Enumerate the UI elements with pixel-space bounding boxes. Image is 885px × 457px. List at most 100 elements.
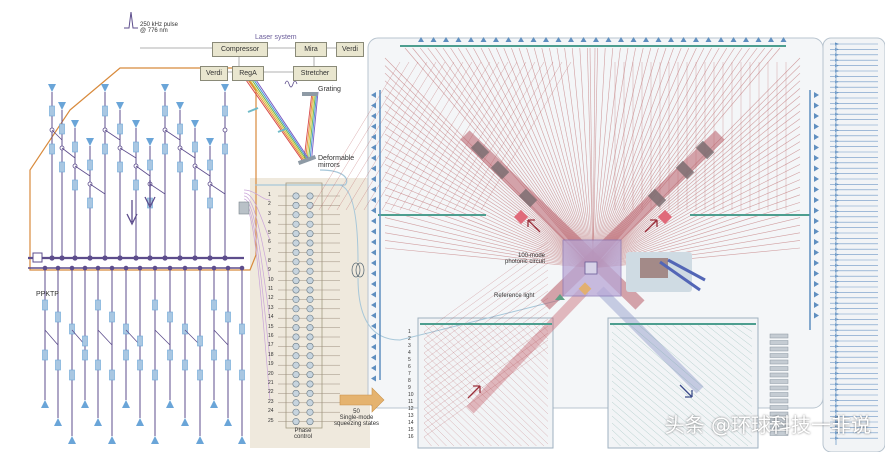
grating-label: Grating — [318, 86, 341, 93]
ppktp-crystal — [42, 349, 48, 361]
mesh-waveguide — [592, 133, 801, 269]
coupler-node-icon — [814, 249, 819, 256]
ppktp-crystal — [123, 349, 129, 361]
mesh-waveguide — [592, 47, 697, 269]
ppktp-crystal — [167, 311, 173, 323]
bus-node — [167, 265, 173, 271]
lower-mesh-line — [611, 331, 749, 447]
modulator-block-icon — [518, 188, 538, 208]
mesh-waveguide — [384, 217, 594, 269]
bus-node — [197, 265, 203, 271]
lattice-line — [480, 61, 572, 211]
bus-node — [72, 255, 78, 261]
mode-number: 13 — [408, 413, 414, 419]
phase-shifter-icon — [306, 333, 314, 341]
lower-mesh-line — [423, 304, 549, 396]
mode-number: 10 — [268, 276, 274, 283]
phase-shifter-icon — [306, 418, 314, 426]
phase-shifter-icon — [306, 352, 314, 360]
ppktp-crystal — [109, 369, 115, 381]
lattice-line — [444, 61, 536, 211]
ppktp-crystal — [117, 123, 123, 135]
phase-shifter-icon — [292, 211, 300, 219]
mesh-waveguide — [564, 47, 594, 269]
bus-node — [147, 255, 153, 261]
mesh-waveguide — [384, 240, 594, 269]
coupler-node-icon — [755, 37, 762, 42]
coupler-node-icon — [371, 344, 376, 350]
mesh-waveguide — [592, 47, 690, 269]
ppktp-crystal — [102, 105, 108, 117]
coupler-node-icon — [418, 37, 424, 42]
chirped-pulse-icon — [284, 80, 298, 88]
input-coupler-icon — [116, 102, 124, 110]
detector-element-icon — [769, 385, 789, 391]
ppktp-crystal — [162, 105, 168, 117]
lower-mesh-line — [730, 323, 753, 340]
mesh-waveguide — [592, 118, 801, 269]
lower-mesh-line — [423, 283, 549, 375]
phase-shifter-icon — [306, 399, 314, 407]
ppktp-crystal — [192, 179, 198, 191]
phase-shifter-icon — [292, 267, 300, 275]
cross-waveguide — [194, 165, 211, 177]
mesh-waveguide — [592, 47, 644, 269]
ppktp-crystal — [177, 161, 183, 173]
coupler-node-icon — [493, 37, 499, 42]
ppktp-crystal — [211, 349, 217, 361]
mesh-waveguide — [592, 156, 801, 269]
phase-shifter-icon — [306, 267, 314, 275]
lower-mesh-line — [423, 318, 549, 410]
mesh-waveguide — [587, 47, 594, 269]
phase-shifter-icon — [306, 380, 314, 388]
lower-mesh-line — [611, 359, 715, 447]
ppktp-crystal — [152, 369, 158, 381]
coupler-node-icon — [814, 134, 819, 140]
lower-mesh-line — [486, 323, 549, 385]
coupler-node-icon — [814, 197, 819, 203]
phase-shifter-icon — [292, 239, 300, 247]
ppktp-crystal — [72, 179, 78, 191]
stretcher-box: Stretcher — [293, 66, 337, 81]
detector-element-icon — [769, 366, 789, 371]
lower-mesh-line — [423, 339, 549, 431]
output-coupler-icon — [181, 418, 189, 426]
ppktp-crystal — [69, 369, 75, 381]
phase-shifter-icon — [292, 418, 300, 426]
lower-mesh-line — [611, 436, 621, 447]
mode-number: 22 — [268, 389, 274, 396]
phase-shifter-icon — [292, 342, 300, 350]
ppktp-crystal — [197, 335, 203, 347]
chip-photo-block — [640, 258, 668, 278]
coupler-node-icon — [814, 123, 819, 130]
phase-shifter-icon — [306, 371, 314, 379]
squeezing-states-label: 50 Single-mode squeezing states — [334, 409, 380, 427]
coupler-node-icon — [768, 37, 774, 42]
lower-mesh-line — [423, 429, 440, 447]
mode-number: 18 — [268, 351, 274, 358]
mesh-waveguide — [541, 47, 594, 269]
detector-element-icon — [769, 340, 789, 345]
mesh-waveguide — [592, 141, 801, 269]
mode-number: 13 — [268, 304, 274, 311]
mode-number: 11 — [268, 286, 274, 292]
cross-waveguide — [44, 329, 59, 346]
ppktp-crystal — [211, 299, 217, 311]
ppktp-crystal — [152, 299, 158, 311]
coupler-node-icon — [780, 37, 787, 42]
ppktp-crystal — [167, 349, 173, 361]
mesh-waveguide — [592, 47, 606, 269]
mode-number: 1 — [408, 329, 411, 335]
output-coupler-icon — [136, 418, 144, 426]
coupler-node-icon — [371, 354, 376, 361]
lattice-line — [471, 61, 563, 211]
input-coupler-icon — [71, 120, 79, 128]
coupler-node-icon — [371, 323, 376, 329]
lower-mesh-line — [611, 338, 740, 447]
coupler-node-icon — [814, 144, 819, 151]
lattice-line — [354, 61, 446, 211]
coupler-node-icon — [371, 228, 376, 235]
mesh-waveguide — [571, 47, 594, 269]
lower-mesh-line — [517, 323, 549, 355]
